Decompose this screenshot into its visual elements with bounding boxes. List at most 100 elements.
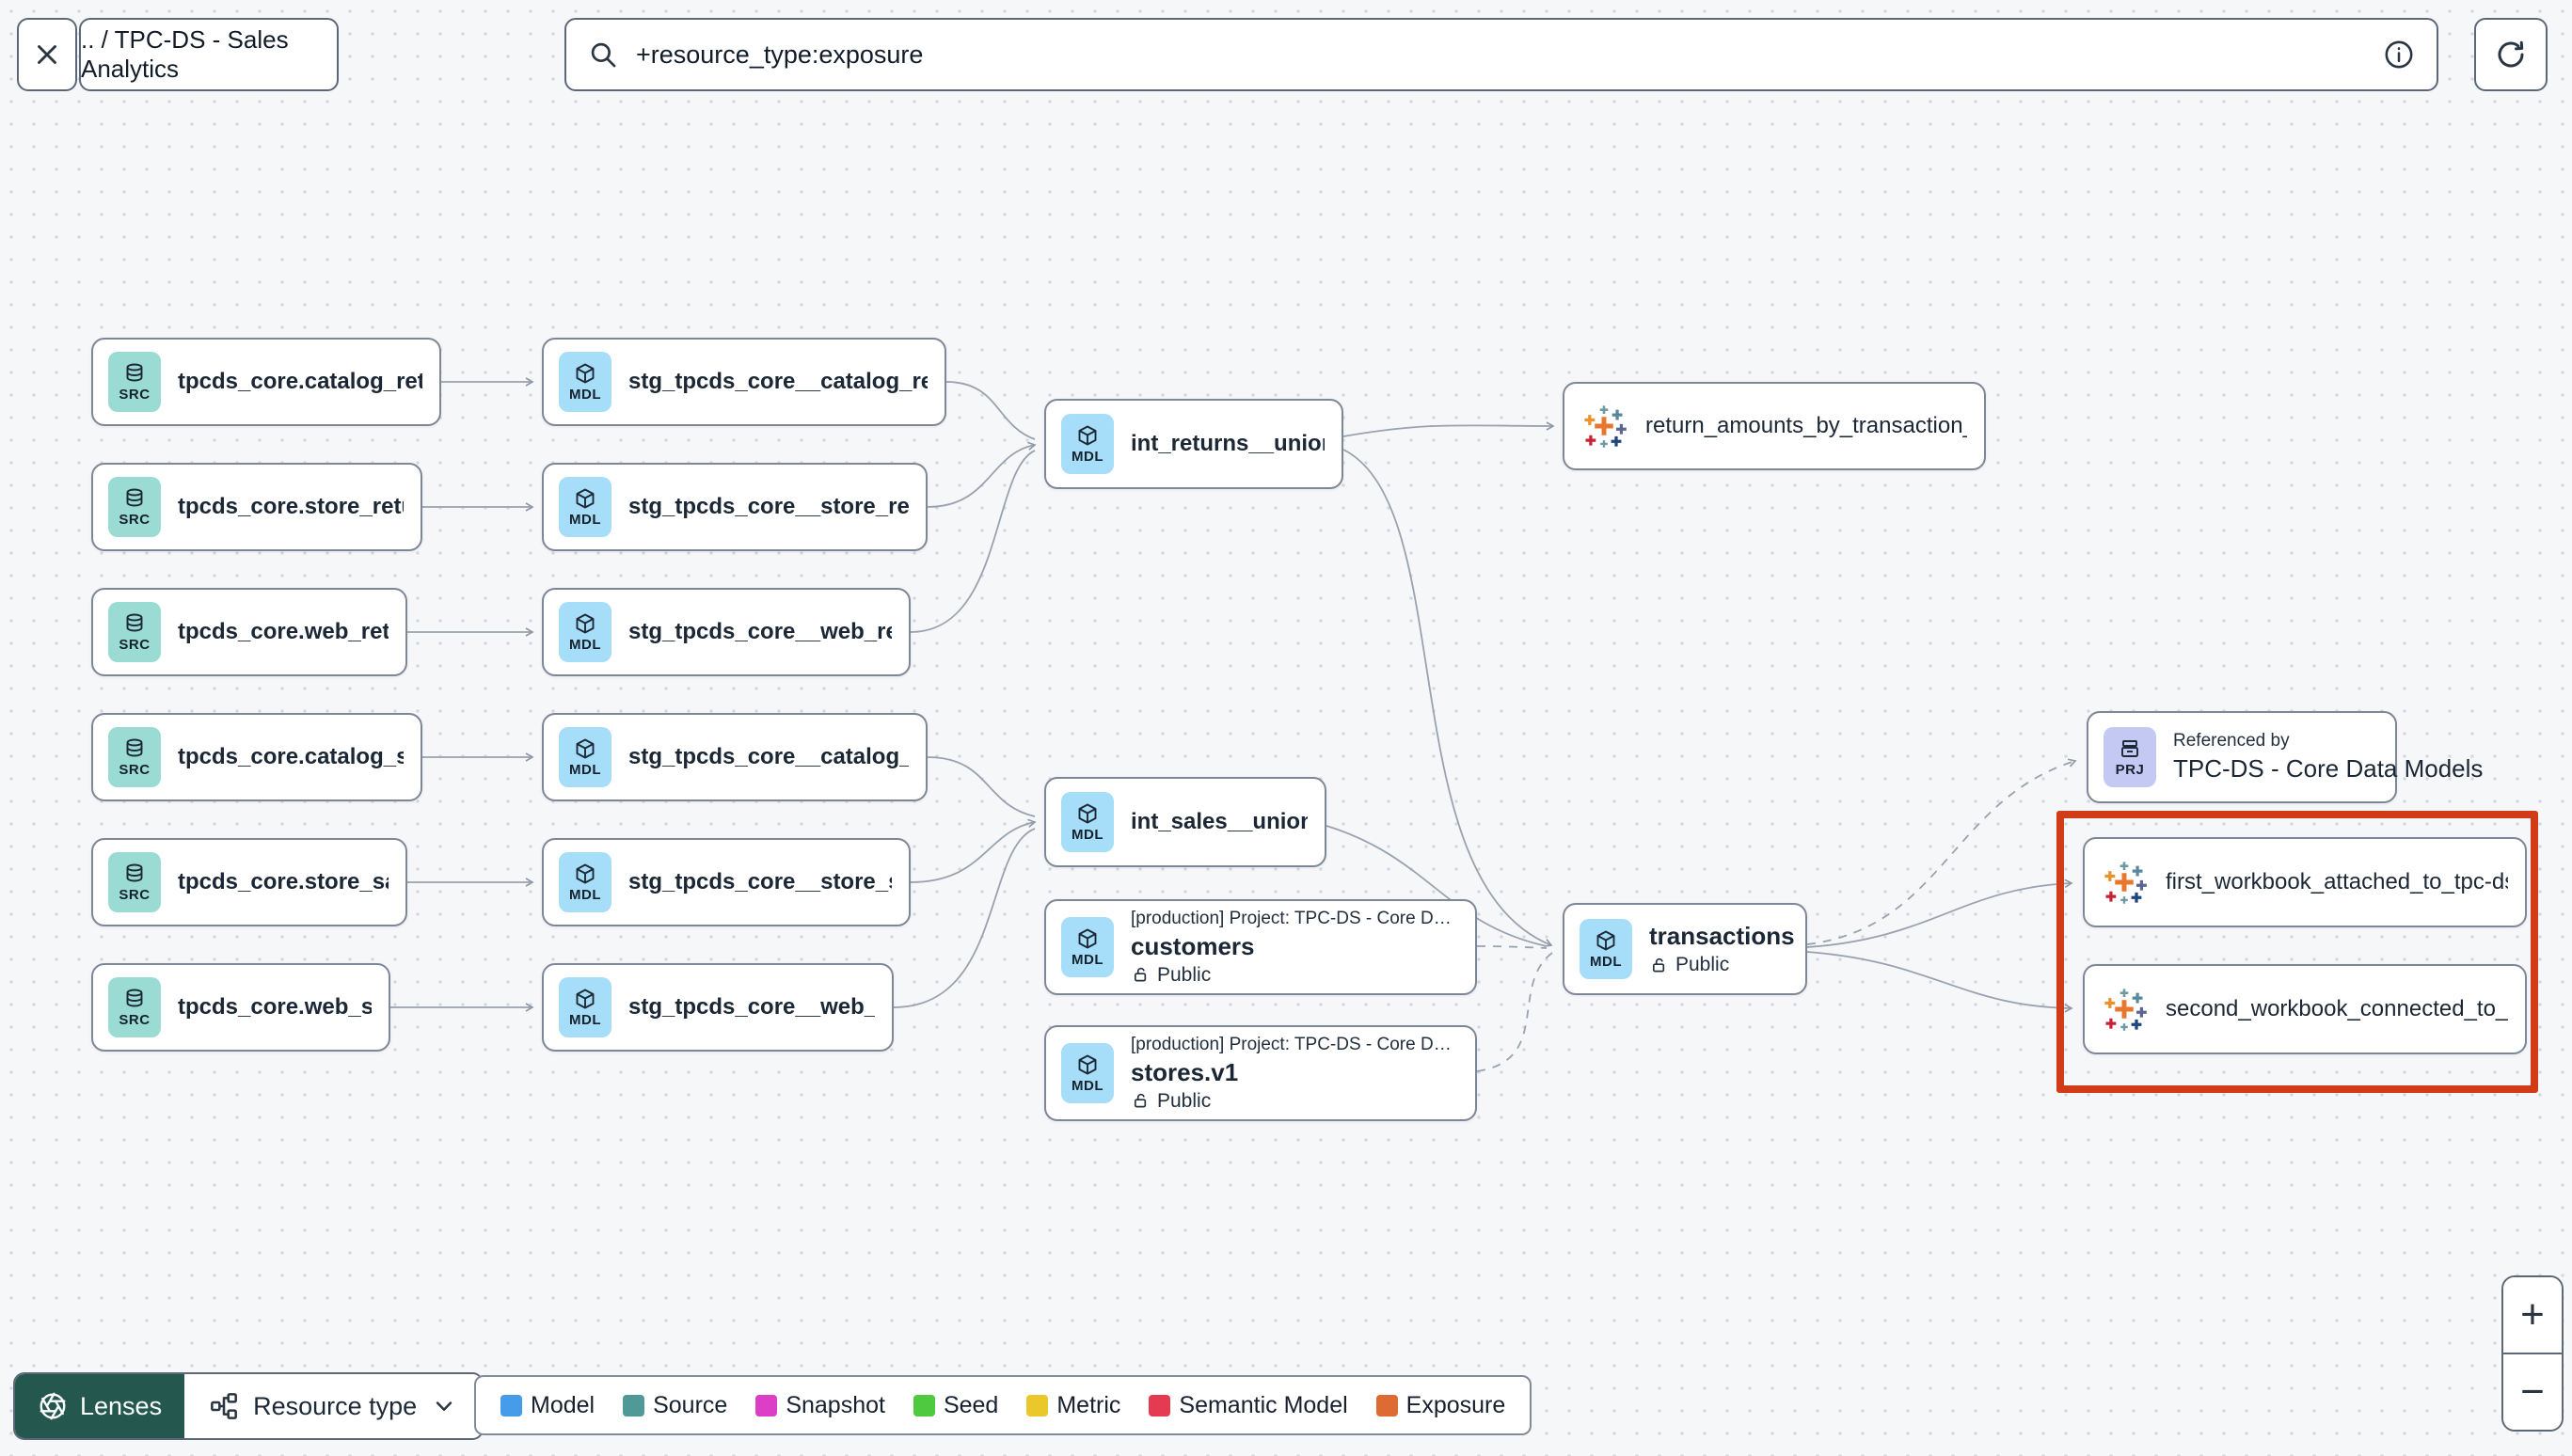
cube-icon: [1076, 1053, 1099, 1076]
source-badge: SRC: [108, 602, 161, 662]
node-source-store-returns[interactable]: SRC tpcds_core.store_returns: [91, 463, 422, 551]
node-source-catalog-returns[interactable]: SRC tpcds_core.catalog_returns: [91, 338, 441, 426]
node-model-stg-web-sales[interactable]: MDL stg_tpcds_core__web_sales: [542, 963, 894, 1052]
model-color-swatch: [500, 1394, 522, 1416]
snapshot-color-swatch: [755, 1394, 778, 1416]
cube-icon: [574, 612, 596, 635]
cube-icon: [574, 863, 596, 885]
model-badge: MDL: [1061, 792, 1114, 852]
lenses-label: Lenses: [80, 1391, 163, 1420]
model-badge: MDL: [1580, 919, 1632, 979]
node-model-stg-catalog-sales[interactable]: MDL stg_tpcds_core__catalog_sales: [542, 713, 928, 801]
node-label: int_sales__unioned: [1131, 809, 1308, 834]
node-label: first_workbook_attached_to_tpc-ds_-_…: [2166, 869, 2508, 894]
search-icon: [587, 39, 619, 71]
close-icon: [31, 39, 63, 71]
node-label: second_workbook_connected_to_live…: [2166, 996, 2508, 1021]
close-button[interactable]: [17, 18, 77, 91]
project-label: [production] Project: TPC-DS - Core Data…: [1131, 1034, 1458, 1054]
access-row: Public: [1131, 964, 1458, 987]
legend-item-snapshot: Snapshot: [755, 1392, 885, 1419]
node-source-web-sales[interactable]: SRC tpcds_core.web_sales: [91, 963, 390, 1052]
node-project-reference[interactable]: PRJ Referenced by TPC-DS - Core Data Mod…: [2087, 711, 2484, 803]
refresh-button[interactable]: [2474, 18, 2548, 91]
node-exposure-return-amounts[interactable]: return_amounts_by_transaction_type: [1563, 382, 1986, 470]
info-icon[interactable]: [2382, 38, 2416, 71]
node-source-web-returns[interactable]: SRC tpcds_core.web_returns: [91, 588, 407, 676]
lenses-button[interactable]: Lenses: [15, 1374, 185, 1438]
node-label: tpcds_core.store_sales: [178, 869, 389, 894]
tableau-icon: [2100, 858, 2149, 907]
resource-type-label: Resource type: [253, 1391, 418, 1420]
cube-icon: [1595, 929, 1617, 952]
node-model-stg-catalog-returns[interactable]: MDL stg_tpcds_core__catalog_returns: [542, 338, 946, 426]
resource-type-legend: Model Source Snapshot Seed Metric Semant…: [474, 1375, 1532, 1435]
node-label: stg_tpcds_core__web_returns: [628, 619, 892, 644]
node-model-stg-web-returns[interactable]: MDL stg_tpcds_core__web_returns: [542, 588, 911, 676]
model-badge: MDL: [1061, 414, 1114, 474]
database-icon: [123, 863, 146, 885]
model-badge: MDL: [1061, 917, 1114, 977]
cube-icon: [574, 362, 596, 385]
node-label: transactions: [1649, 922, 1795, 950]
node-exposure-first-workbook[interactable]: first_workbook_attached_to_tpc-ds_-_…: [2083, 837, 2527, 927]
breadcrumb[interactable]: .. / TPC-DS - Sales Analytics: [79, 18, 339, 91]
node-label: tpcds_core.store_returns: [178, 494, 404, 519]
referenced-by-label: Referenced by: [2173, 731, 2290, 751]
legend-item-metric: Metric: [1026, 1392, 1120, 1419]
database-icon: [123, 988, 146, 1010]
node-model-customers[interactable]: MDL [production] Project: TPC-DS - Core …: [1044, 899, 1477, 995]
model-badge: MDL: [559, 852, 611, 912]
schema-icon: [209, 1391, 239, 1421]
tableau-icon: [2100, 985, 2149, 1034]
resource-type-dropdown[interactable]: Resource type: [184, 1374, 483, 1438]
node-label: tpcds_core.catalog_sales: [178, 744, 404, 769]
chevron-down-icon: [431, 1393, 457, 1419]
search-input[interactable]: [636, 40, 2382, 70]
model-badge: MDL: [559, 602, 611, 662]
node-model-int-returns-unioned[interactable]: MDL int_returns__unioned: [1044, 399, 1343, 489]
node-exposure-second-workbook[interactable]: second_workbook_connected_to_live…: [2083, 964, 2527, 1054]
cube-icon: [1076, 802, 1099, 825]
node-model-int-sales-unioned[interactable]: MDL int_sales__unioned: [1044, 777, 1326, 867]
model-badge: MDL: [1061, 1043, 1114, 1103]
zoom-control: + −: [2501, 1275, 2564, 1432]
cube-icon: [574, 487, 596, 510]
legend-item-seed: Seed: [913, 1392, 998, 1419]
node-label: stg_tpcds_core__store_returns: [628, 494, 909, 519]
tableau-icon: [1580, 402, 1628, 451]
node-label: tpcds_core.catalog_returns: [178, 369, 422, 394]
node-label: TPC-DS - Core Data Models: [2173, 754, 2484, 783]
node-model-transactions[interactable]: MDL transactions Public: [1563, 903, 1807, 995]
node-model-stg-store-returns[interactable]: MDL stg_tpcds_core__store_returns: [542, 463, 928, 551]
aperture-icon: [38, 1391, 68, 1421]
node-label: int_returns__unioned: [1131, 431, 1325, 456]
breadcrumb-label: .. / TPC-DS - Sales Analytics: [81, 25, 289, 83]
search-bar[interactable]: [564, 18, 2438, 91]
project-label: [production] Project: TPC-DS - Core Data…: [1131, 908, 1458, 928]
zoom-in-button[interactable]: +: [2503, 1277, 2562, 1353]
source-badge: SRC: [108, 727, 161, 787]
refresh-icon: [2494, 38, 2528, 71]
legend-item-exposure: Exposure: [1375, 1392, 1505, 1419]
node-label: tpcds_core.web_returns: [178, 619, 389, 644]
lock-open-icon: [1131, 965, 1151, 985]
node-label: stores.v1: [1131, 1057, 1239, 1086]
access-row: Public: [1131, 1090, 1458, 1113]
node-source-catalog-sales[interactable]: SRC tpcds_core.catalog_sales: [91, 713, 422, 801]
archive-icon: [2119, 737, 2141, 760]
legend-item-semantic-model: Semantic Model: [1149, 1392, 1348, 1419]
cube-icon: [574, 988, 596, 1010]
node-model-stores-v1[interactable]: MDL [production] Project: TPC-DS - Core …: [1044, 1025, 1477, 1121]
node-model-stg-store-sales[interactable]: MDL stg_tpcds_core__store_sales: [542, 838, 911, 926]
access-label: Public: [1675, 954, 1730, 975]
legend-item-model: Model: [500, 1392, 595, 1419]
source-badge: SRC: [108, 352, 161, 412]
seed-color-swatch: [913, 1394, 935, 1416]
access-label: Public: [1157, 1089, 1212, 1112]
zoom-divider: [2503, 1352, 2562, 1355]
node-source-store-sales[interactable]: SRC tpcds_core.store_sales: [91, 838, 407, 926]
node-label: stg_tpcds_core__store_sales: [628, 869, 892, 894]
zoom-out-button[interactable]: −: [2503, 1354, 2562, 1430]
